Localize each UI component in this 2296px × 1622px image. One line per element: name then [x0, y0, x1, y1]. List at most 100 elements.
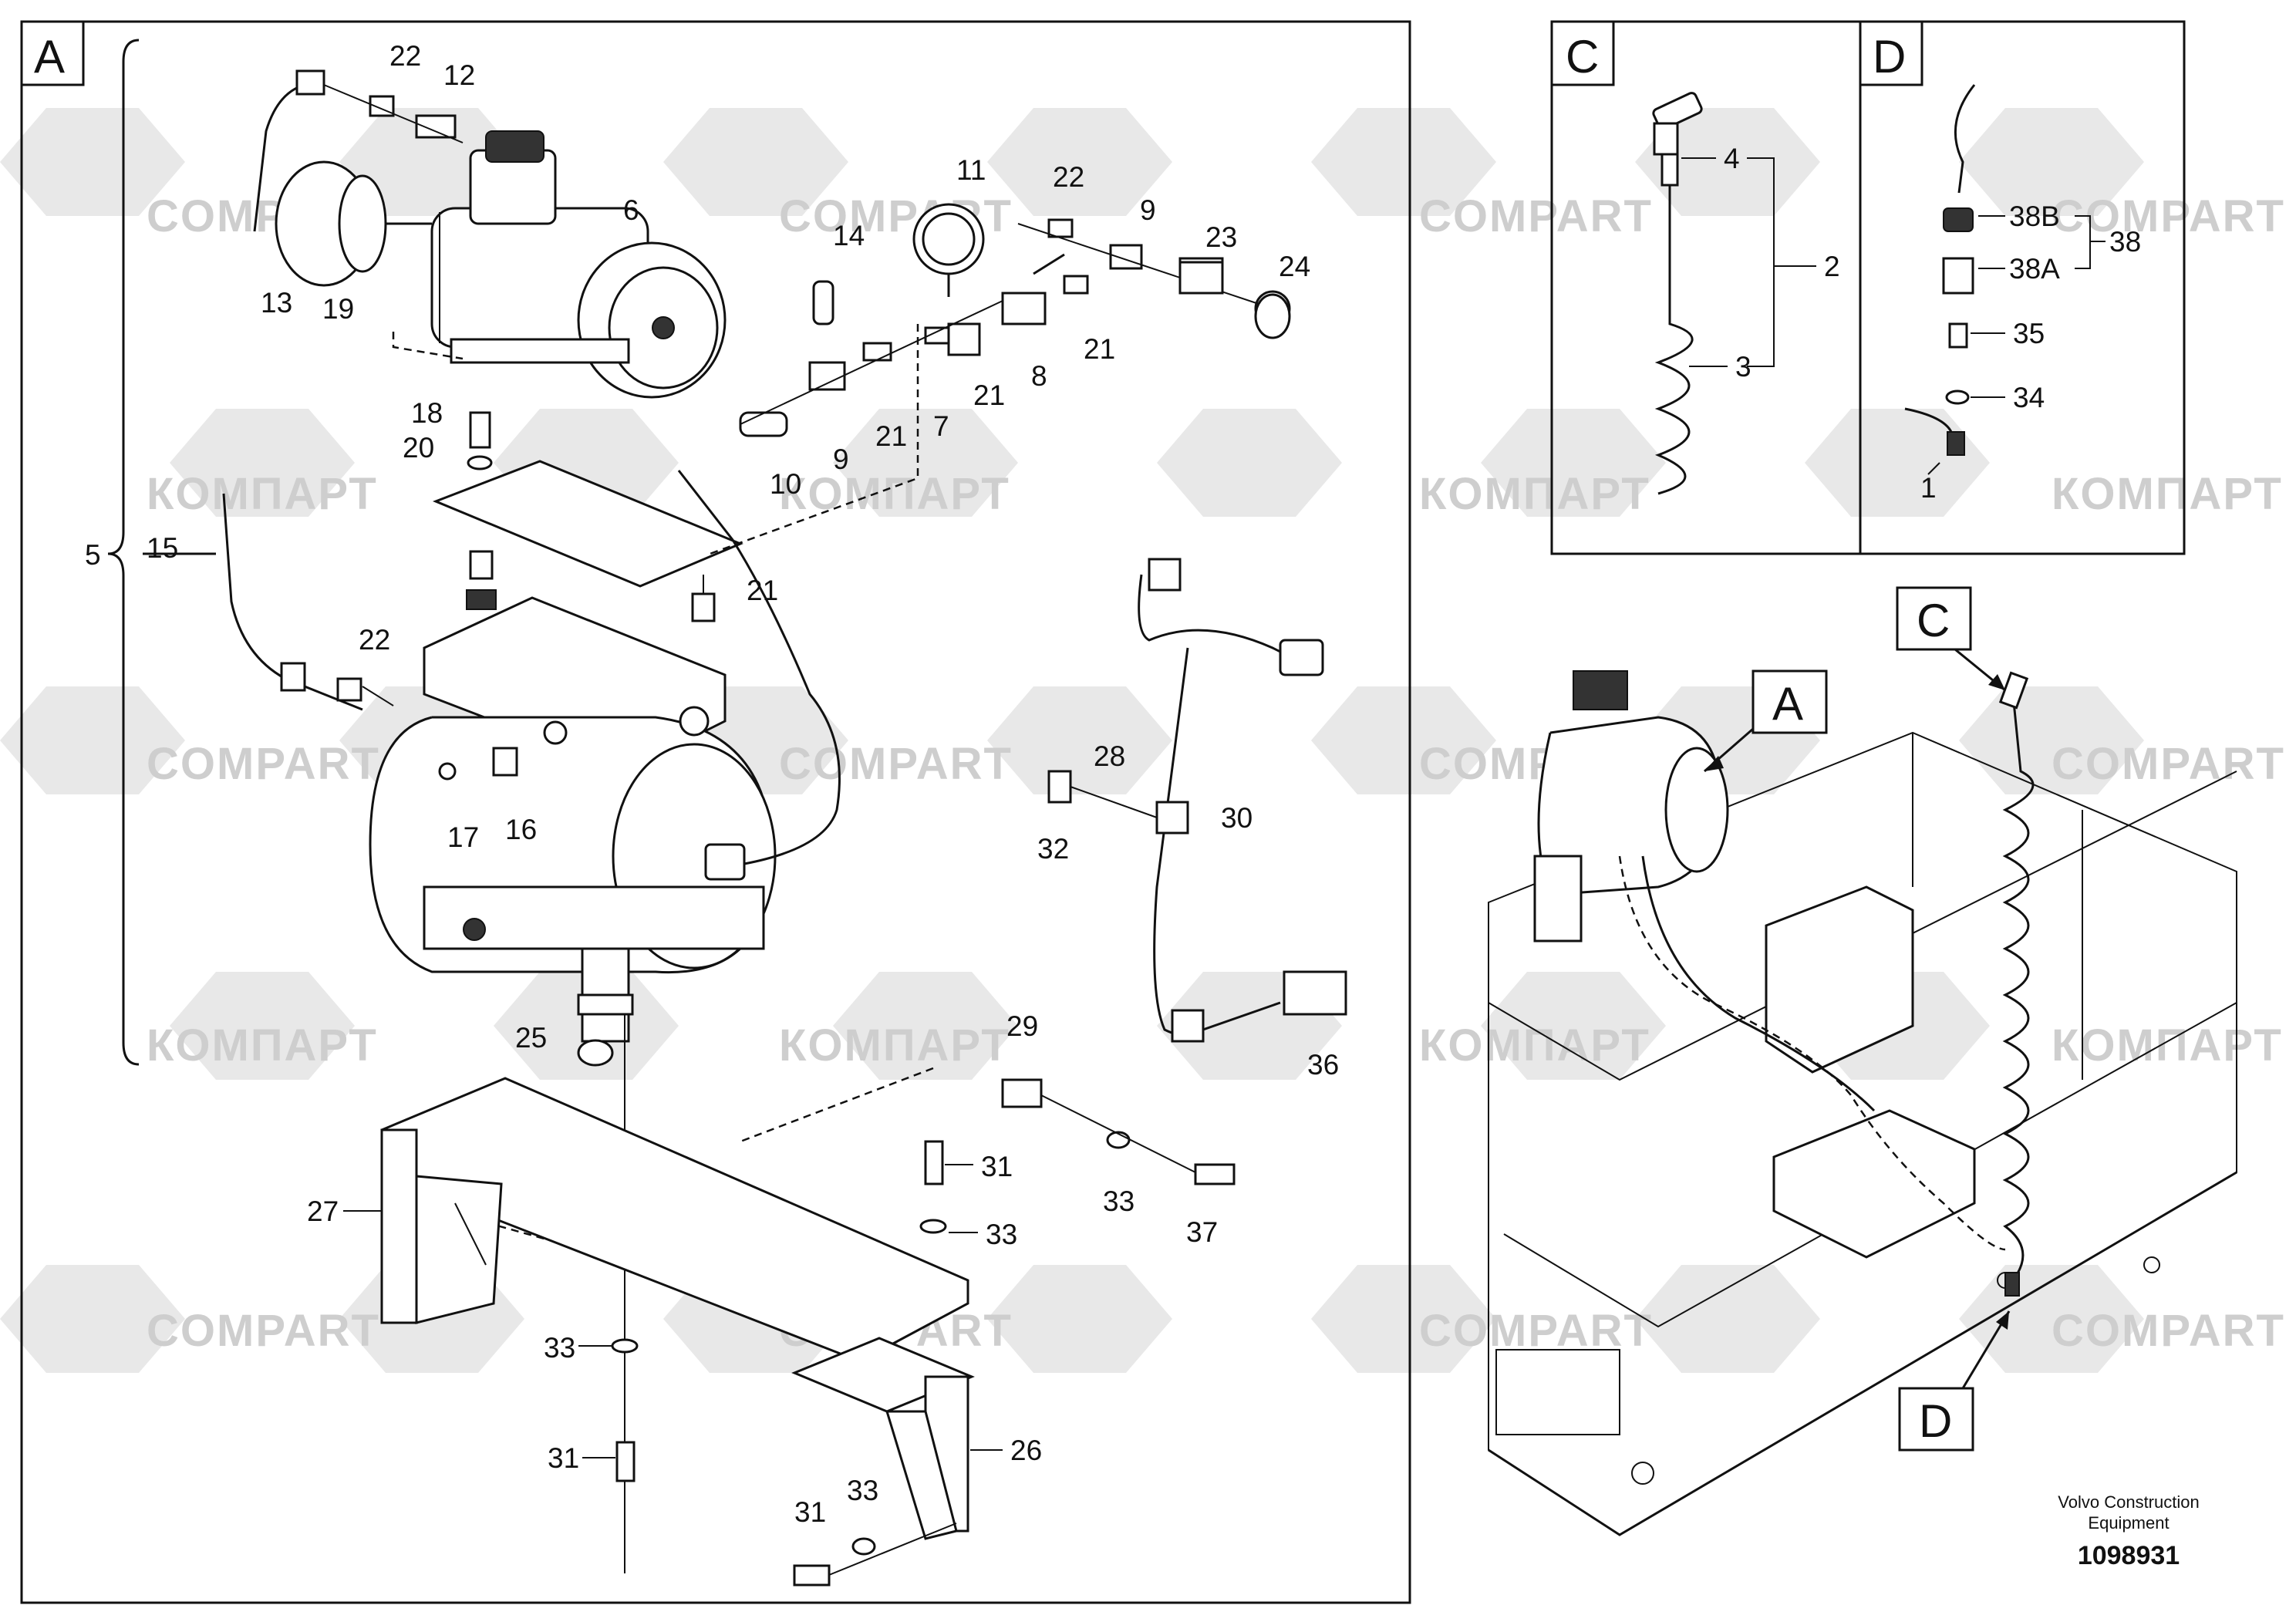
watermark-text: КОМПАРТ — [2052, 469, 2283, 519]
pointer-a-box — [1752, 669, 1828, 734]
panel-a-frame — [20, 20, 1411, 1604]
spacer — [469, 550, 494, 580]
screw — [438, 762, 457, 781]
watermark-text: COMPART — [2052, 739, 2285, 789]
panel-d-label: D — [1873, 31, 1906, 83]
callout-5: 5 — [85, 539, 101, 571]
panel-d-frame — [1859, 20, 2186, 555]
callout-9: 9 — [1140, 194, 1156, 226]
panel-a-label: A — [34, 31, 65, 83]
harness-connector — [1148, 558, 1182, 592]
watermark-text: КОМПАРТ — [779, 469, 1010, 519]
callout-21: 21 — [973, 379, 1005, 411]
washer — [919, 1219, 947, 1234]
callout-22: 22 — [1053, 161, 1084, 193]
coupler — [1178, 261, 1224, 295]
support-bracket-lower — [791, 1337, 975, 1540]
fitting — [336, 677, 362, 702]
watermark-text: КОМПАРТ — [779, 1020, 1010, 1071]
leader-line — [323, 84, 464, 143]
pointer-c-label: C — [1917, 595, 1950, 646]
callout-11: 11 — [956, 154, 986, 186]
harness-connector — [1279, 639, 1324, 676]
harness-connector — [1171, 1009, 1205, 1043]
callout-21: 21 — [747, 575, 778, 606]
rubber-mount — [466, 589, 497, 610]
callout-3: 3 — [1735, 351, 1752, 383]
callout-33: 33 — [986, 1219, 1017, 1250]
cable-tie — [1001, 1078, 1043, 1108]
document-number: 1098931 — [2078, 1541, 2180, 1570]
company-line-1: Volvo Construction — [2058, 1492, 2199, 1512]
watermark-text: КОМПАРТ — [1419, 1020, 1650, 1071]
leader-line — [1040, 1094, 1196, 1173]
machine-overview — [1488, 670, 2237, 1536]
wire-harness — [1138, 574, 1304, 665]
compressor — [430, 130, 727, 399]
watermark-text: COMPART — [1419, 191, 1653, 241]
bolt — [924, 1140, 944, 1185]
watermark-text: КОМПАРТ — [147, 469, 378, 519]
watermark-text: COMPART — [2052, 1306, 2285, 1356]
callout-21: 21 — [1084, 333, 1115, 365]
bolt — [1194, 1163, 1236, 1185]
panel-a-parts — [222, 69, 1347, 1587]
callout-27: 27 — [307, 1195, 339, 1227]
watermark-text: COMPART — [147, 1306, 380, 1356]
callout-8: 8 — [1031, 360, 1047, 392]
watermark-text: КОМПАРТ — [147, 1020, 378, 1071]
callout-2: 2 — [1824, 251, 1840, 282]
callout-10: 10 — [770, 468, 801, 500]
pressure-gauge-face — [922, 212, 976, 266]
dashed-guide — [392, 332, 464, 360]
leader-line — [1070, 786, 1158, 818]
callout-37: 37 — [1186, 1216, 1218, 1248]
callout-26: 26 — [1010, 1435, 1042, 1466]
callout-14: 14 — [833, 220, 865, 251]
callout-30: 30 — [1221, 802, 1253, 834]
callout-7: 7 — [933, 410, 949, 442]
callout-38b: 38B — [2009, 201, 2060, 232]
washer — [851, 1537, 876, 1556]
relay — [1283, 970, 1347, 1016]
callout-38: 38 — [2109, 226, 2141, 258]
sensor-cable — [677, 470, 841, 865]
panel-a-callouts: 22 12 6 13 19 11 22 9 23 24 14 21 8 21 7… — [85, 40, 1339, 1528]
callout-4: 4 — [1724, 143, 1740, 174]
callout-12: 12 — [443, 59, 475, 91]
callout-36: 36 — [1307, 1049, 1339, 1081]
bolt — [793, 1564, 831, 1587]
bracket-line — [1747, 157, 1775, 367]
callout-38a: 38A — [2009, 253, 2060, 285]
panel-a-label-box — [20, 20, 85, 86]
callout-20: 20 — [403, 432, 434, 464]
pointer-c-box — [1896, 586, 1972, 651]
callout-34: 34 — [2013, 382, 2045, 413]
callout-33: 33 — [1103, 1185, 1135, 1217]
callout-16: 16 — [505, 814, 537, 845]
pressure-switch-connector — [704, 843, 746, 881]
callout-33: 33 — [847, 1475, 878, 1506]
quick-coupler-assembly — [1904, 84, 1976, 456]
watermark-text: КОМПАРТ — [2052, 1020, 2283, 1071]
callout-6: 6 — [623, 194, 639, 226]
panel-c-label-box — [1550, 20, 1615, 86]
watermark-text: COMPART — [779, 739, 1013, 789]
blow-gun — [1652, 92, 1703, 495]
washer — [467, 455, 493, 470]
bolt — [469, 411, 491, 449]
callout-22: 22 — [389, 40, 421, 72]
callout-29: 29 — [1006, 1010, 1038, 1042]
dust-cap — [1254, 293, 1291, 339]
panel-c-label: C — [1566, 31, 1599, 83]
callout-22: 22 — [359, 624, 390, 656]
fitting — [295, 69, 325, 96]
watermark-text: COMPART — [147, 739, 380, 789]
callout-15: 15 — [147, 532, 178, 564]
callout-31: 31 — [981, 1151, 1013, 1182]
air-filter-cap — [338, 174, 387, 273]
company-line-2: Equipment — [2088, 1513, 2169, 1533]
callout-35: 35 — [2013, 318, 2045, 349]
fitting — [691, 592, 716, 622]
panel-d-label-box — [1859, 20, 1923, 86]
